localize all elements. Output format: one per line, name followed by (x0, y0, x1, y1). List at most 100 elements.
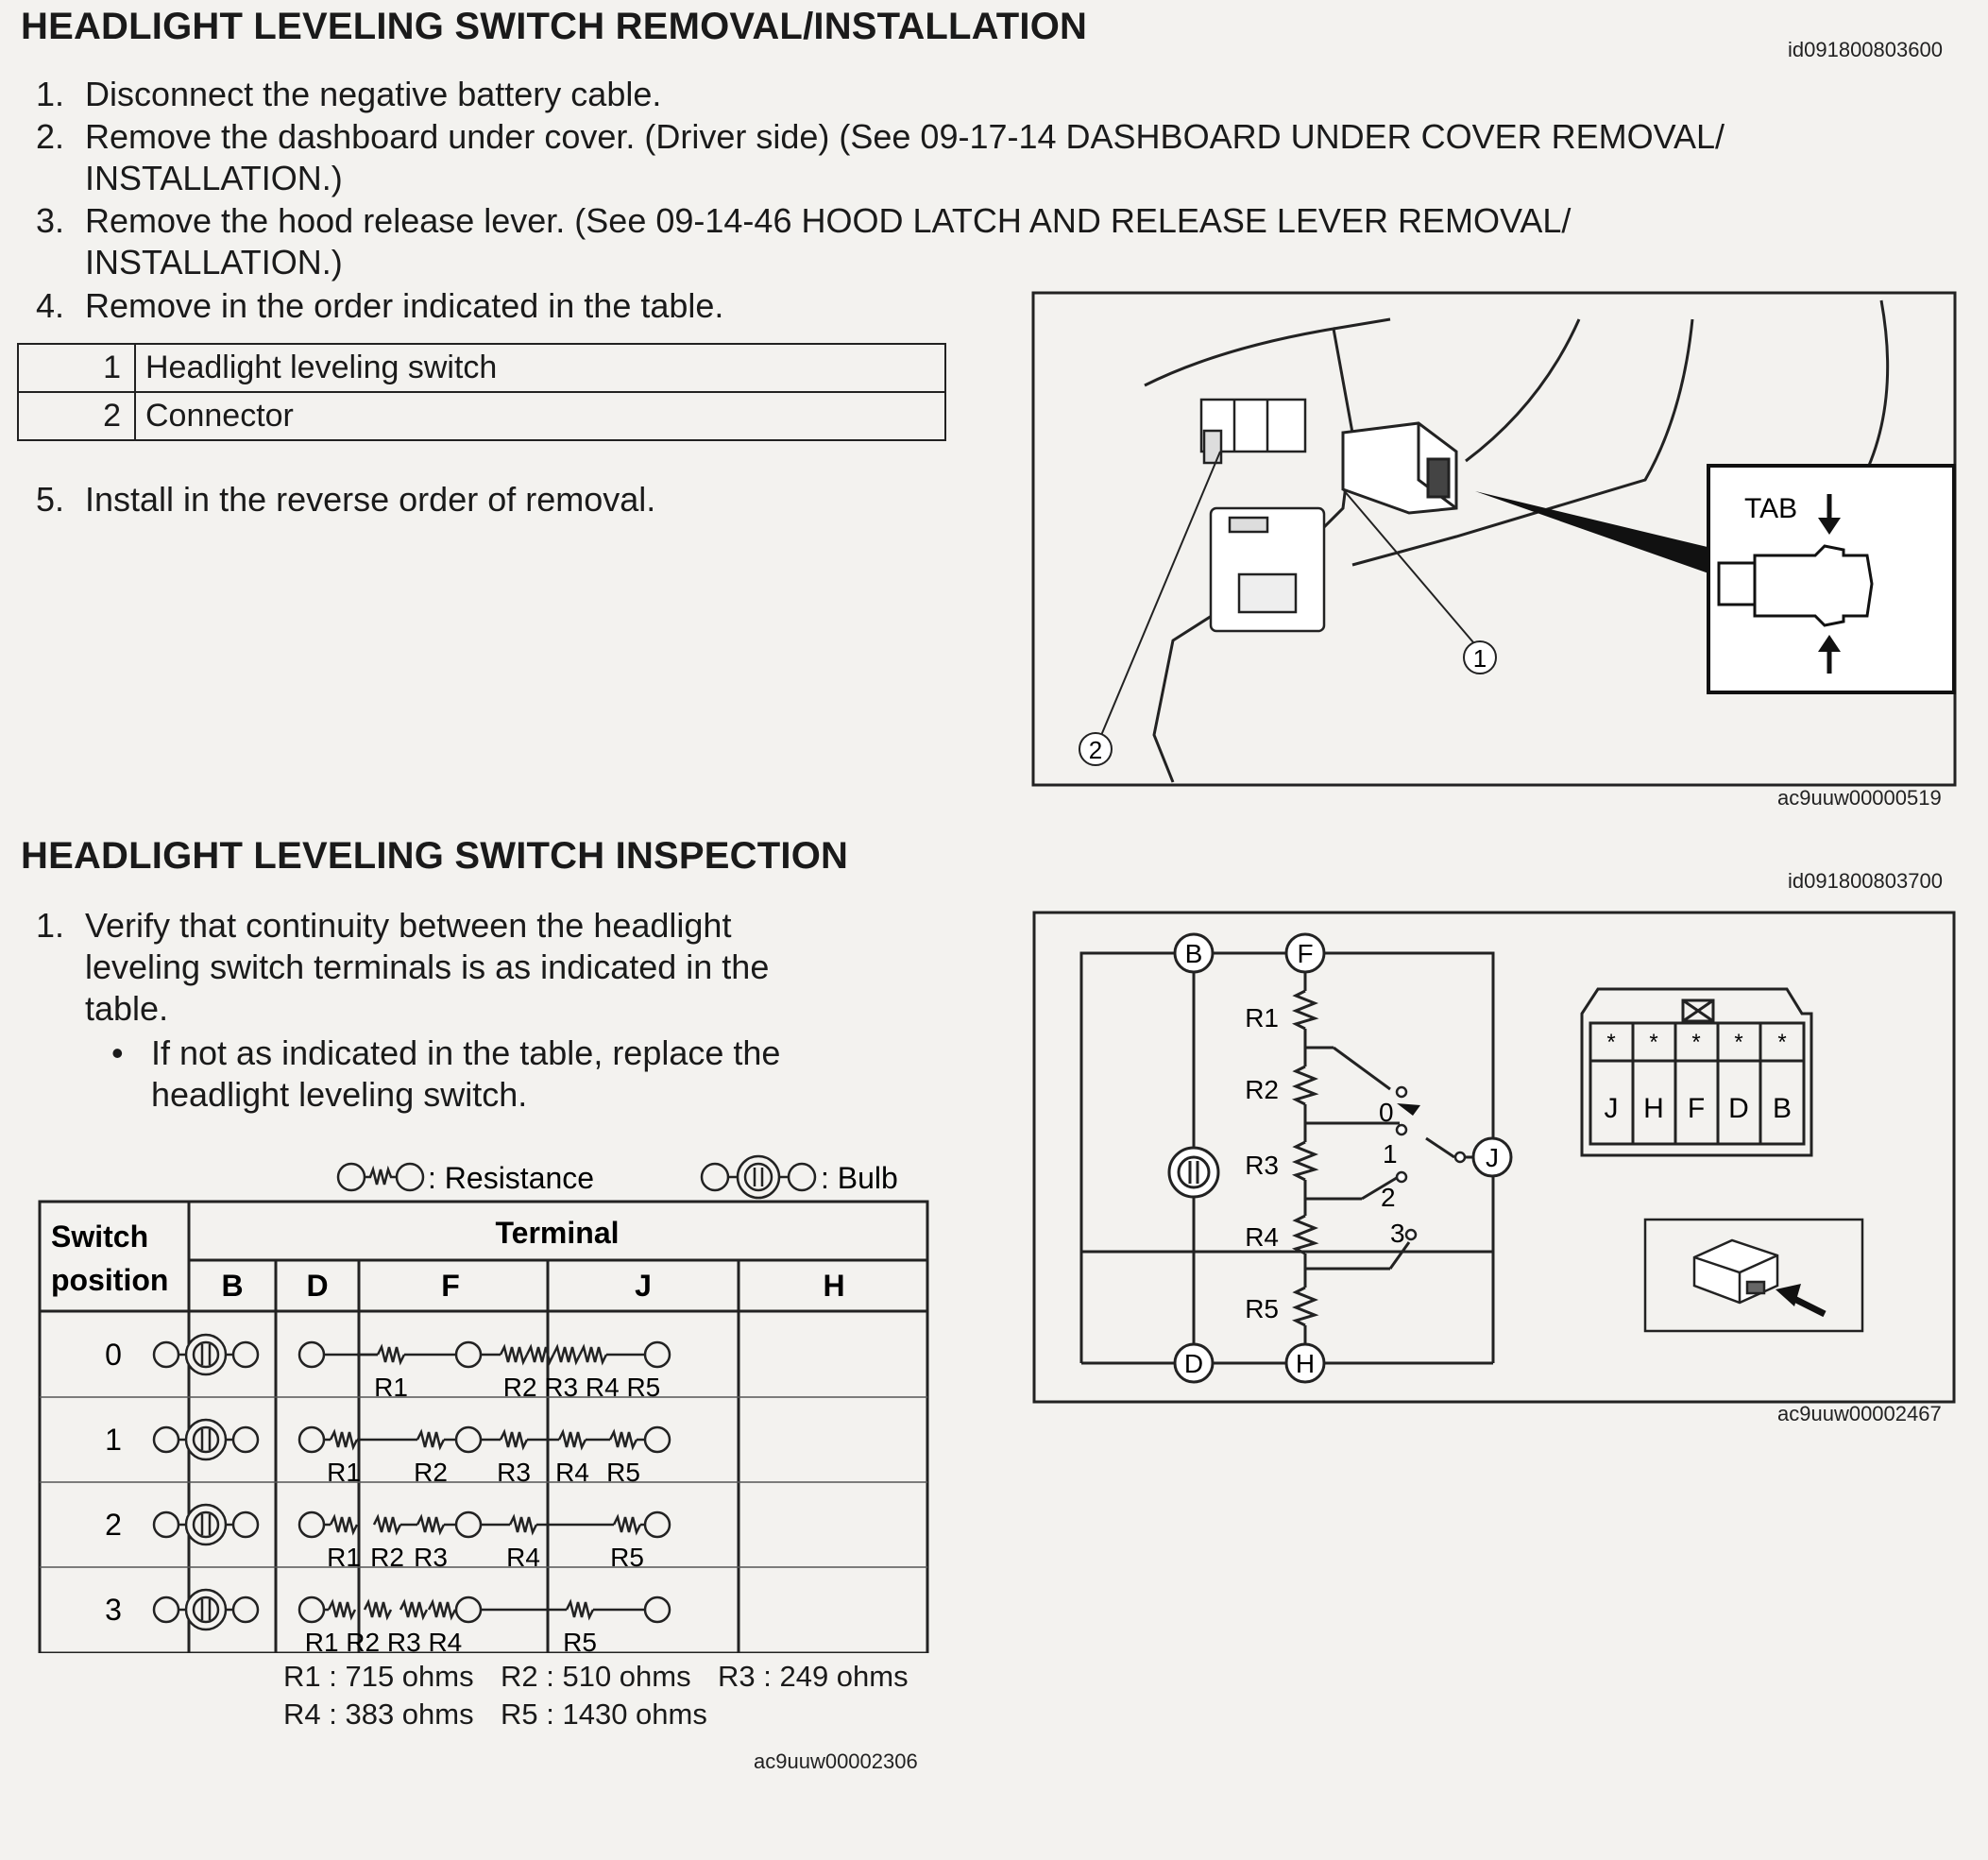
resistance-legend-label: : Resistance (428, 1161, 594, 1195)
resistor-symbol (329, 1428, 359, 1451)
bulb-inner (192, 1596, 220, 1624)
resistor-symbol (399, 1598, 429, 1621)
inspection-ref-id: id091800803700 (1788, 869, 1943, 893)
bulb-legend-label: : Bulb (821, 1161, 898, 1195)
switch-position-cell: 3 (105, 1593, 122, 1627)
terminal-B-header: B (221, 1269, 243, 1303)
resistor-label: R5 (610, 1543, 644, 1572)
step-number: 3. (36, 201, 65, 240)
callout-1-label: 1 (1473, 644, 1487, 673)
terminal-B-circle (152, 1510, 180, 1539)
symbol-legend: : Resistance : Bulb (336, 1154, 898, 1200)
table-row: 3 R1 R2 R3 R4 R5 (105, 1588, 671, 1653)
inspection-step-1: 1. Verify that continuity between the he… (36, 905, 1018, 1030)
step-text: Remove the dashboard under cover. (Drive… (85, 117, 1725, 156)
terminal-J-circle (454, 1340, 483, 1369)
removal-fig-id: ac9uuw00000519 (1777, 786, 1942, 810)
connector-pin-label: H (1643, 1093, 1664, 1124)
resistor-symbol (499, 1343, 529, 1366)
terminal-F-circle (297, 1425, 326, 1454)
resistor-symbol (372, 1513, 402, 1536)
connector-pins: *J*H*F*D*B (1605, 1030, 1793, 1124)
connector-icon (1692, 1238, 1779, 1305)
terminal-J-header: J (635, 1269, 652, 1303)
terminal-label: F (1297, 939, 1313, 968)
step-text-cont: INSTALLATION.) (85, 243, 343, 282)
resistor-symbol (327, 1598, 357, 1621)
resistor-label-r3: R3 (1245, 1151, 1279, 1180)
circuit-fig-id: ac9uuw00002467 (1777, 1402, 1942, 1425)
resistor-value-r5: R5 : 1430 ohms (501, 1698, 707, 1731)
dashboard-outline (1144, 299, 1890, 783)
removal-ref-id: id091800803600 (1788, 38, 1943, 61)
switch-position-cell: 2 (105, 1508, 122, 1542)
connector-pin-label: B (1773, 1093, 1792, 1124)
removal-order-table: 1 Headlight leveling switch 2 Connector (17, 343, 946, 441)
inspection-bullet: • If not as indicated in the table, repl… (111, 1032, 1018, 1116)
resistor-symbol (552, 1343, 582, 1366)
bulb-symbol (1167, 1146, 1220, 1199)
step-text-cont: leveling switch terminals is as indicate… (85, 947, 770, 986)
terminal-J-circle (454, 1596, 483, 1624)
resistor-label: R3 (414, 1543, 448, 1572)
position-label-0: 0 (1379, 1098, 1394, 1127)
connector-pin-label: D (1728, 1093, 1749, 1124)
resistor-label: R1 (327, 1458, 361, 1487)
resistor-symbol (427, 1598, 457, 1621)
step-number: 4. (36, 286, 65, 325)
headlight-leveling-switch-icon (1341, 421, 1458, 515)
removal-figure: 1 2 TAB (1031, 291, 1957, 787)
connector-pin-label: F (1688, 1093, 1705, 1124)
resistor-label: R2 R3 R4 R5 (503, 1373, 661, 1402)
resistor-label: R5 (563, 1628, 597, 1653)
resistor-label-r5: R5 (1245, 1294, 1279, 1323)
resistor-symbol (329, 1513, 359, 1536)
resistor-symbol (557, 1428, 587, 1451)
order-item: Headlight leveling switch (134, 343, 946, 393)
resistor-symbol (612, 1513, 642, 1536)
switch-contacts (1395, 1085, 1467, 1241)
resistor-label: R4 (506, 1543, 540, 1572)
resistor-symbol (376, 1343, 406, 1366)
terminal-J-circle (454, 1510, 483, 1539)
terminal-F-circle (297, 1510, 326, 1539)
table-row: 1 Headlight leveling switch (17, 343, 946, 393)
step-text: Remove the hood release lever. (See 09-1… (85, 201, 1572, 240)
resistor-symbol (578, 1343, 608, 1366)
bulb-inner (192, 1510, 220, 1539)
resistor-label: R2 (414, 1458, 448, 1487)
switch-header: Switch (51, 1220, 148, 1254)
table-fig-id: ac9uuw00002306 (754, 1749, 918, 1773)
resistor-label: R1 R2 R3 R4 (305, 1628, 463, 1653)
position-label-3: 3 (1390, 1219, 1405, 1248)
terminal-H: H (1284, 1325, 1326, 1384)
resistor-zigzags (1291, 989, 1319, 1327)
terminal-label: J (1486, 1143, 1499, 1172)
terminal-D-circle (231, 1596, 260, 1624)
terminal-H-circle (643, 1340, 671, 1369)
removal-step-5: 5. Install in the reverse order of remov… (36, 479, 980, 520)
terminal-header: Terminal (496, 1216, 620, 1250)
circuit-figure: R1 R2 R3 R4 R5 0 1 2 3 B F J D H (1032, 911, 1956, 1404)
resistor-label: R1 (374, 1373, 408, 1402)
resistor-symbol (416, 1513, 446, 1536)
terminal-label: D (1184, 1349, 1203, 1378)
step-text: Verify that continuity between the headl… (85, 906, 732, 945)
resistor-value-r1: R1 : 715 ohms (283, 1660, 474, 1693)
connector-pin-label: J (1605, 1093, 1619, 1124)
resistor-symbol (363, 1598, 393, 1621)
bullet-text: If not as indicated in the table, replac… (151, 1033, 781, 1072)
step-text-cont: table. (85, 989, 169, 1028)
position-label-2: 2 (1381, 1183, 1396, 1212)
terminal-B-circle (152, 1425, 180, 1454)
resistor-label-r1: R1 (1245, 1003, 1279, 1032)
arrow-icon (1776, 1284, 1827, 1318)
wiper-arrow (1397, 1103, 1420, 1116)
pin-mark: * (1606, 1030, 1615, 1055)
terminal-B-circle (152, 1596, 180, 1624)
arrow-down-icon (1818, 494, 1841, 535)
resistor-symbol (565, 1598, 595, 1621)
